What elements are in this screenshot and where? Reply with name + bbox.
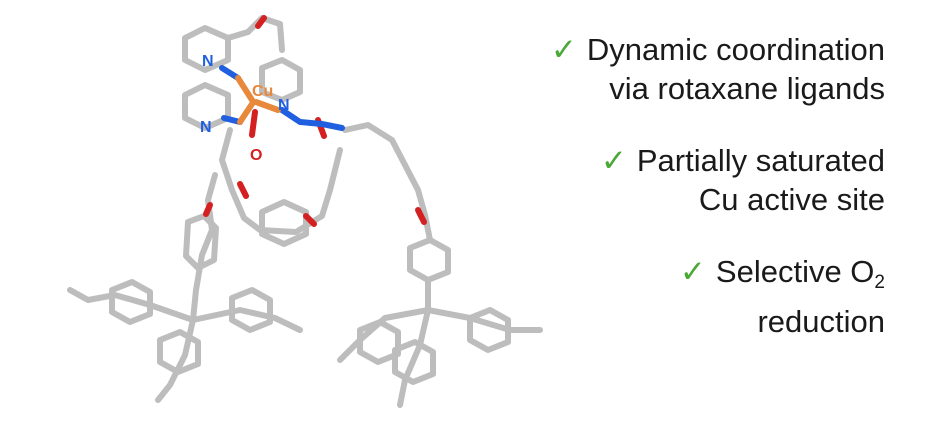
highlight-text-2: via rotaxane ligands [609, 71, 885, 106]
highlight-item: ✓ Partially saturated Cu active site [415, 141, 885, 219]
oxygen-bond-2 [203, 202, 213, 217]
phenyl-ring-upper [259, 57, 303, 103]
stopper-right [337, 277, 543, 408]
stopper-right-ring3 [392, 339, 436, 385]
subscript-two: 2 [874, 272, 885, 293]
highlight-line: ✓ Dynamic coordination [415, 30, 885, 69]
oxygen-bond-1 [255, 15, 267, 29]
highlight-text: Dynamic coordination [586, 32, 885, 67]
stopper-left [67, 287, 303, 403]
oxygen-bond-4 [237, 181, 249, 199]
molecular-structure: N N N Cu O [67, 15, 543, 408]
nitrogen-bond-top [219, 65, 241, 81]
copper-bond-1 [235, 75, 255, 103]
phenyl-ring-lower [259, 199, 309, 247]
checkmark-icon: ✓ [550, 32, 577, 67]
stopper-right-ring2 [467, 307, 511, 353]
stopper-left-ring3 [157, 329, 201, 375]
atom-label-o: O [250, 147, 262, 164]
highlight-item: ✓ Dynamic coordination via rotaxane ligan… [415, 30, 885, 108]
checkmark-icon: ✓ [679, 254, 706, 289]
highlights-list: ✓ Dynamic coordination via rotaxane ligan… [415, 30, 885, 374]
nitrogen-bond-right [279, 107, 345, 131]
macrocycle-chain [219, 127, 343, 235]
highlight-text: Selective O [715, 254, 875, 289]
copper-bond-2 [237, 101, 255, 125]
highlight-item: ✓ Selective O2 reduction [415, 252, 885, 341]
stopper-left-ring2 [229, 287, 273, 333]
highlight-text-2: Cu active site [698, 182, 885, 217]
highlight-line: ✓ Selective O2 [415, 252, 885, 302]
atom-label-n-right: N [278, 97, 290, 114]
oxygen-bond-6 [249, 109, 258, 138]
highlight-text: Partially saturated [636, 143, 885, 178]
highlight-line: ✓ Partially saturated [415, 141, 885, 180]
highlight-text-2: reduction [757, 304, 885, 339]
thread-right [342, 122, 433, 243]
atom-label-n-top: N [202, 53, 214, 70]
stopper-left-ring1 [109, 279, 153, 325]
atom-label-cu: Cu [252, 83, 273, 100]
copper-bond-3 [253, 99, 281, 113]
thread-left [190, 172, 218, 323]
phenyl-ring-right [407, 237, 451, 283]
checkmark-icon: ✓ [600, 143, 627, 178]
atom-label-n-left: N [200, 119, 212, 136]
oxygen-bond-5 [415, 207, 427, 225]
linker-top [225, 15, 285, 53]
bipyridine-ring-top [182, 25, 231, 73]
oxygen-bond-7 [303, 213, 317, 227]
